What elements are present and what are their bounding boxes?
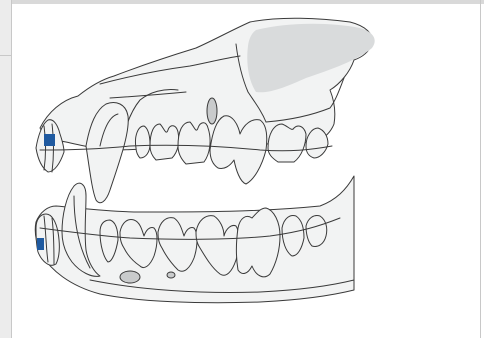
infraorbital-foramen: [207, 98, 217, 124]
upper-premolar-3: [178, 122, 210, 164]
upper-incisor-highlight: [44, 134, 55, 146]
upper-molar-1: [268, 124, 306, 162]
upper-premolar-1: [135, 126, 150, 158]
mental-foramen-large: [120, 271, 140, 283]
lower-molar-2: [306, 215, 327, 246]
lower-carnassial: [237, 208, 281, 277]
lower-incisor-highlight: [37, 238, 44, 250]
upper-premolar-2: [150, 124, 179, 160]
mental-foramen-small: [167, 272, 175, 278]
